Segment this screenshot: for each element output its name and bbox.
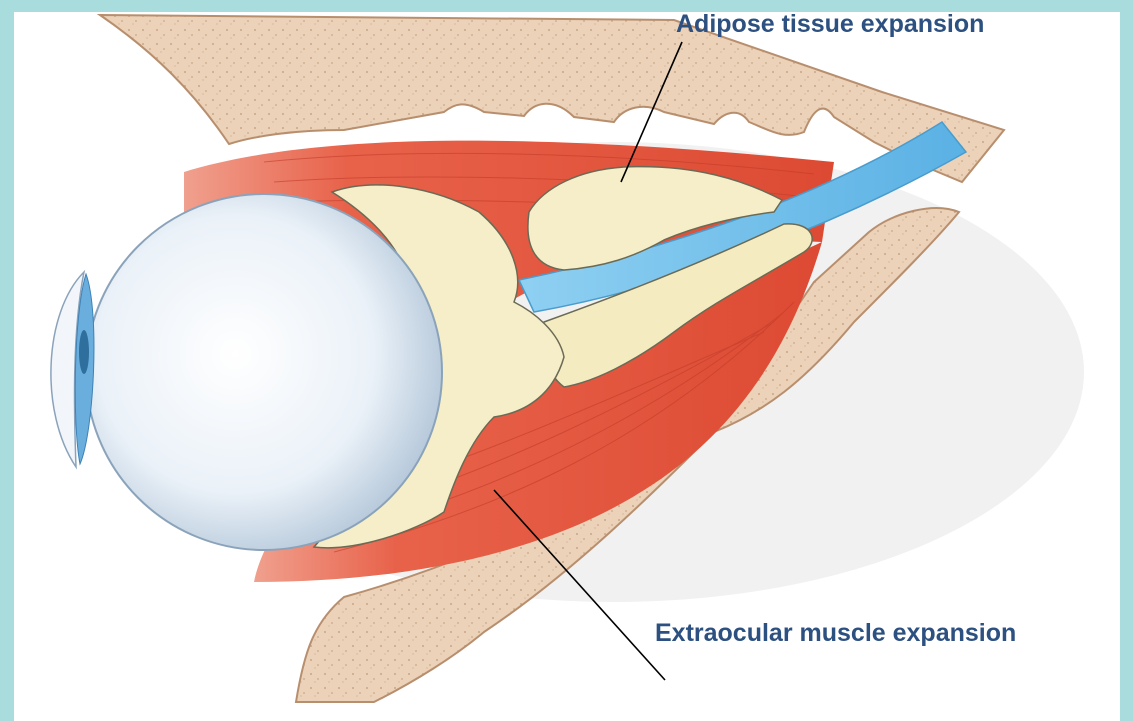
pupil — [79, 330, 89, 374]
eyeball — [86, 194, 442, 550]
diagram-frame: Adipose tissue expansion Extraocular mus… — [14, 12, 1120, 721]
extraocular-muscle-label: Extraocular muscle expansion — [655, 619, 1016, 648]
orbit-illustration — [14, 12, 1120, 721]
adipose-tissue-label: Adipose tissue expansion — [676, 10, 984, 39]
